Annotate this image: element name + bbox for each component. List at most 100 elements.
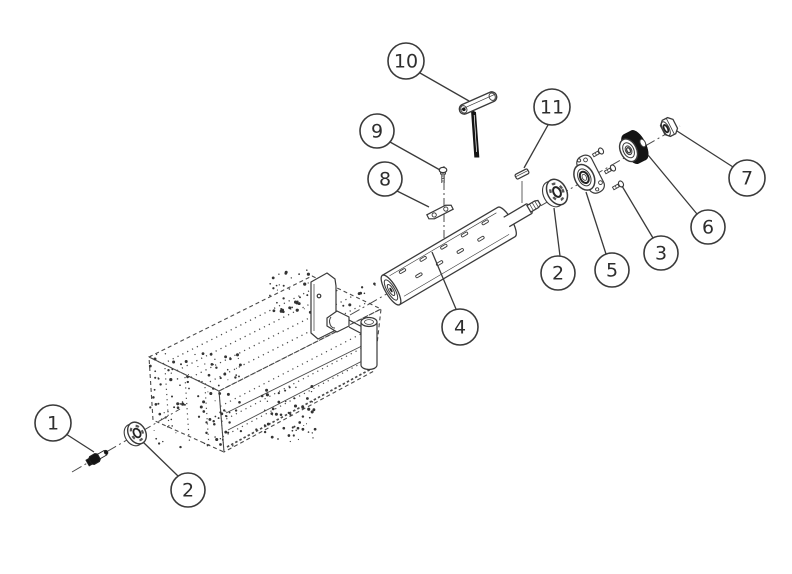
balloon-11-leader-line xyxy=(523,124,549,169)
speckle-dot xyxy=(209,391,213,396)
speckle-dot xyxy=(206,444,209,447)
speckle-dot xyxy=(307,407,311,411)
speckle-dot xyxy=(197,366,199,368)
hex-nut-part-7 xyxy=(659,116,679,138)
speckle-dot xyxy=(152,396,155,399)
speckle-dot xyxy=(270,435,274,439)
bracket-post xyxy=(360,322,378,371)
balloon-2-rear-circle xyxy=(540,255,576,291)
speckle-dot xyxy=(307,282,309,284)
balloon-3-leader-line xyxy=(621,185,654,239)
speckle-dot xyxy=(284,400,287,403)
speckle-dot xyxy=(357,292,361,296)
speckle-dot xyxy=(219,443,222,446)
balloon-9-circle xyxy=(359,113,395,149)
speckle-dot xyxy=(173,406,176,409)
shaft-key-part-11 xyxy=(514,168,530,203)
speckle-dot xyxy=(238,400,241,404)
speckle-dot xyxy=(260,394,264,398)
speckle-dot xyxy=(235,367,237,369)
balloon-7-circle xyxy=(728,159,766,197)
speckle-dot xyxy=(311,432,314,434)
speckle-dot xyxy=(360,286,364,289)
speckle-dot xyxy=(238,363,242,367)
speckle-dot xyxy=(208,444,210,446)
speckle-dot xyxy=(199,405,203,409)
speckle-dot xyxy=(282,284,285,287)
balloon-5-circle xyxy=(594,252,630,288)
speckle-dot xyxy=(310,385,314,388)
speckle-dot xyxy=(296,426,300,430)
speckle-dot xyxy=(158,412,162,416)
speckle-dot xyxy=(219,437,222,440)
speckle-dot xyxy=(224,430,228,434)
balloon-10-circle xyxy=(387,42,425,80)
balloon-9-number: 9 xyxy=(371,121,383,143)
speckle-dot xyxy=(148,364,152,368)
speckle-dot xyxy=(209,352,213,356)
speckle-dot xyxy=(176,402,180,406)
speckle-dot xyxy=(306,294,309,297)
speckle-dot xyxy=(212,387,215,390)
speckle-dot xyxy=(277,400,281,404)
speckle-dot xyxy=(172,360,176,364)
shaft-mount-bracket xyxy=(310,272,378,371)
speckle-dot xyxy=(167,369,170,372)
speckle-dot xyxy=(221,438,224,441)
speckle-dot xyxy=(297,438,299,441)
speckle-dot xyxy=(284,389,287,392)
speckle-dot xyxy=(277,392,280,395)
speckle-dot xyxy=(162,440,164,443)
speckle-dot xyxy=(214,358,216,360)
speckle-dot xyxy=(179,445,182,449)
frame-front-rows xyxy=(220,323,380,438)
speckle-dot xyxy=(263,409,266,411)
speckle-dot xyxy=(342,304,345,307)
speckle-dot xyxy=(275,284,278,287)
speckle-dot xyxy=(204,363,206,365)
speckle-dot xyxy=(207,391,209,393)
speckle-dot xyxy=(226,392,230,396)
speckle-dot xyxy=(153,388,156,391)
speckle-dot xyxy=(227,379,229,381)
speckle-dot xyxy=(363,292,366,295)
speckle-dot xyxy=(171,368,174,371)
wrench-handle xyxy=(458,91,498,115)
balloon-3: 3 xyxy=(621,185,679,271)
grease-fitting-part-1 xyxy=(85,449,109,467)
speckle-dot xyxy=(201,352,205,355)
balloon-4-number: 4 xyxy=(454,317,466,339)
speckle-dot xyxy=(157,442,161,445)
balloon-4-circle xyxy=(441,308,479,346)
speckle-dot xyxy=(197,415,201,418)
speckle-dot xyxy=(226,368,229,371)
speckle-dot xyxy=(217,417,220,420)
speckle-dot xyxy=(278,273,280,275)
speckle-dot xyxy=(229,357,232,361)
speckle-dot xyxy=(224,414,227,417)
speckle-dot xyxy=(154,376,157,379)
balloon-7: 7 xyxy=(676,130,766,197)
speckle-dot xyxy=(348,303,352,307)
speckle-dot xyxy=(288,386,291,389)
balloon-9: 9 xyxy=(359,113,441,171)
speckle-dot xyxy=(214,436,216,438)
speckle-dot xyxy=(373,282,376,286)
speckle-dot xyxy=(224,355,228,359)
speckle-dot xyxy=(149,406,152,409)
speckle-dot xyxy=(179,403,182,405)
balloon-3-circle xyxy=(643,235,679,271)
speckle-dot xyxy=(303,308,305,310)
speckle-dot xyxy=(202,410,206,413)
balloon-8-circle xyxy=(367,161,403,197)
speckle-dot xyxy=(187,373,189,376)
speckle-dot xyxy=(170,418,173,421)
speckle-dot xyxy=(277,438,279,440)
hex-wrench-part-10 xyxy=(458,91,498,158)
speckle-dot xyxy=(159,383,162,386)
speckle-dot xyxy=(220,412,224,416)
speckle-dot xyxy=(279,309,283,313)
speckle-dot xyxy=(291,306,293,309)
